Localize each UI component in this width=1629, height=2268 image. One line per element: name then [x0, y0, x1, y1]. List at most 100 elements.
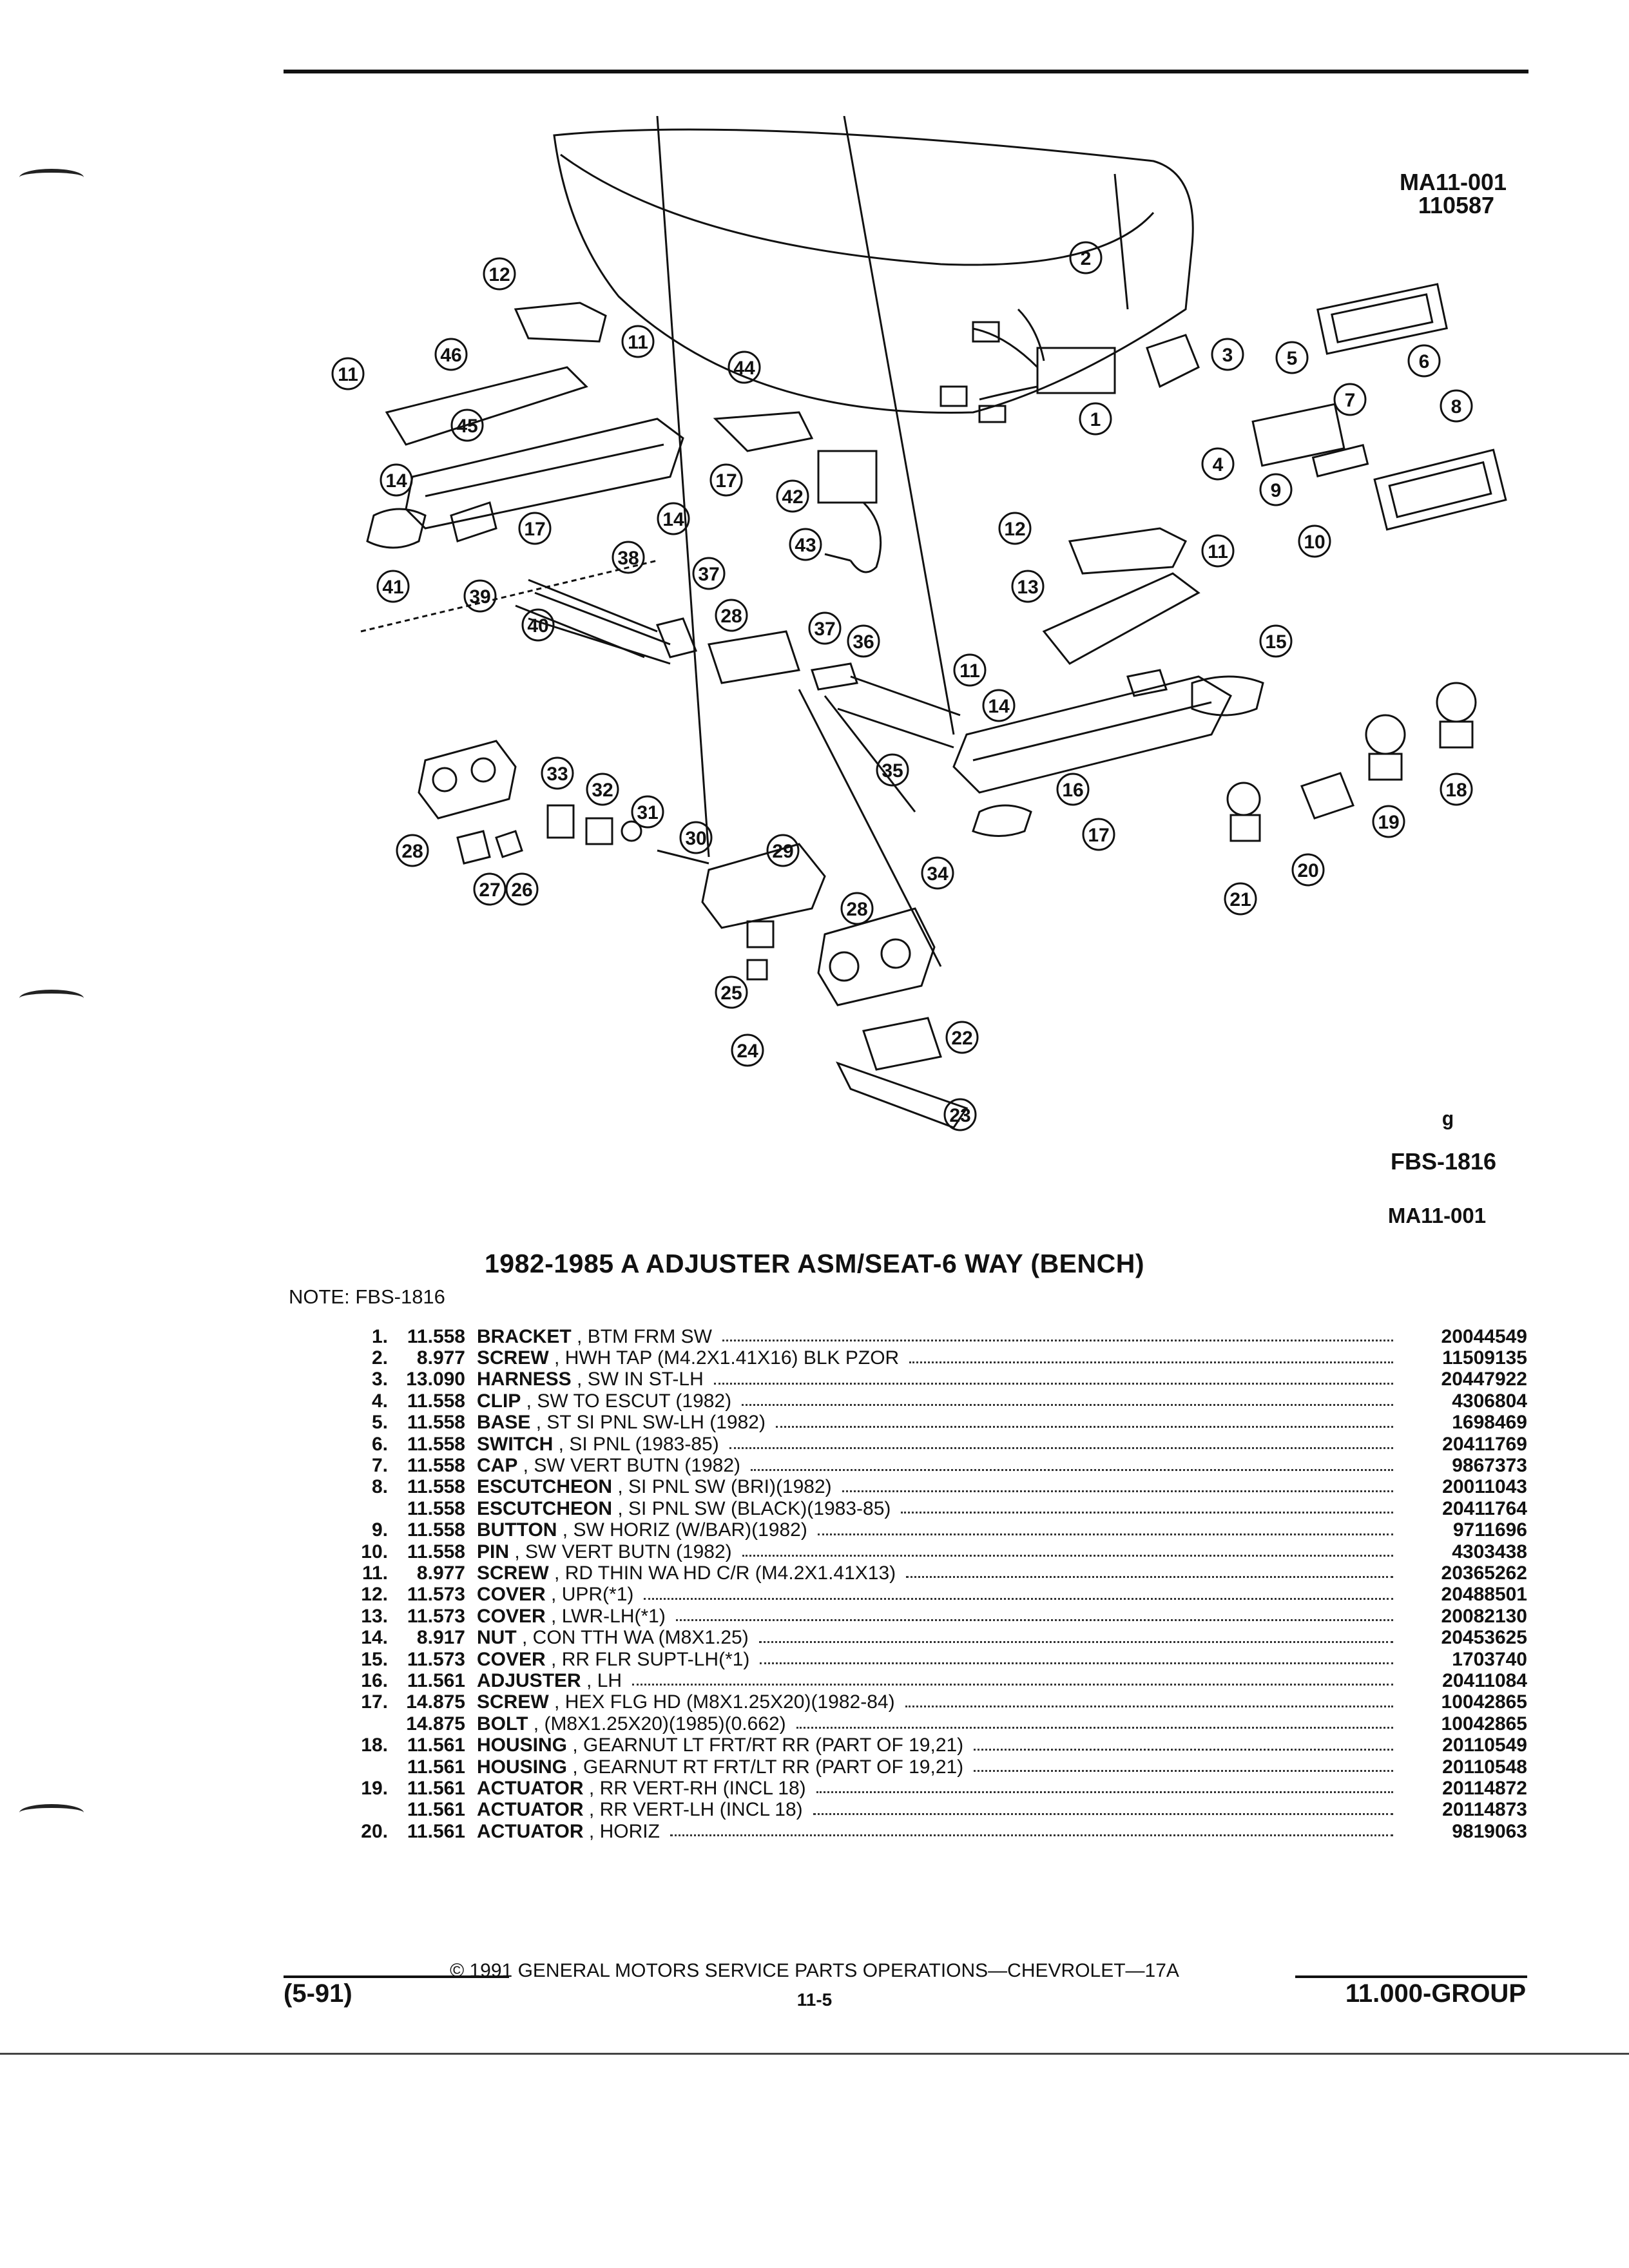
part-description: RR FLR SUPT-LH(*1)	[561, 1648, 750, 1670]
group-code: 11.561	[407, 1669, 465, 1691]
part-name: SCREW	[477, 1691, 549, 1713]
callout-14: 14	[380, 463, 413, 497]
part-number: 7.	[371, 1455, 388, 1477]
part-number: 17.	[361, 1691, 388, 1713]
part-name: ACTUATOR	[477, 1799, 584, 1821]
part-number: 16.	[361, 1669, 388, 1691]
separator: ,	[567, 1735, 584, 1756]
part-no: 20082130	[1441, 1605, 1527, 1627]
part-no: 4306804	[1452, 1390, 1527, 1412]
page-title: 1982-1985 A ADJUSTER ASM/SEAT-6 WAY (BEN…	[485, 1249, 1144, 1278]
svg-text:4: 4	[1213, 454, 1224, 476]
part-name: SCREW	[477, 1347, 549, 1369]
group-code: 11.558	[407, 1455, 465, 1477]
callout-43: 43	[789, 528, 822, 561]
footer-rule-left	[284, 1975, 509, 1978]
part-description: RD THIN WA HD C/R (M4.2X1.41X13)	[564, 1562, 896, 1584]
separator: ,	[567, 1756, 584, 1778]
separator: ,	[583, 1799, 600, 1821]
part-no: 9867373	[1452, 1455, 1527, 1477]
part-name: HOUSING	[477, 1735, 568, 1756]
part-description: CON TTH WA (M8X1.25)	[532, 1627, 749, 1649]
callout-8: 8	[1440, 389, 1473, 423]
svg-text:14: 14	[385, 470, 407, 492]
svg-text:25: 25	[720, 983, 742, 1004]
svg-text:41: 41	[382, 577, 403, 598]
callout-40: 40	[521, 608, 555, 642]
svg-text:14: 14	[662, 509, 684, 530]
part-name: BASE	[477, 1412, 531, 1434]
leader-dots	[632, 1684, 1393, 1686]
svg-text:45: 45	[456, 416, 477, 437]
part-no: 20488501	[1441, 1584, 1527, 1606]
group-code: 11.558	[407, 1497, 465, 1519]
part-no: 1703740	[1452, 1648, 1527, 1670]
binder-hole-mark	[19, 1804, 84, 1814]
part-number: 13.	[361, 1605, 388, 1627]
part-description: GEARNUT RT FRT/LT RR (PART OF 19,21)	[583, 1756, 964, 1778]
svg-text:46: 46	[440, 345, 461, 366]
part-name: ADJUSTER	[477, 1669, 581, 1691]
part-description: HORIZ	[599, 1820, 660, 1842]
svg-text:18: 18	[1445, 780, 1467, 801]
part-no: 1698469	[1452, 1412, 1527, 1434]
svg-text:34: 34	[927, 863, 949, 885]
group-code: 11.561	[407, 1777, 465, 1799]
leader-dots	[775, 1425, 1393, 1428]
svg-text:35: 35	[882, 760, 903, 782]
svg-text:7: 7	[1345, 390, 1356, 411]
separator: ,	[521, 1390, 537, 1412]
svg-text:11: 11	[959, 660, 980, 682]
binder-hole-mark	[19, 169, 84, 179]
part-no: 20411084	[1442, 1669, 1527, 1691]
part-name: ESCUTCHEON	[477, 1476, 613, 1498]
separator: ,	[530, 1412, 547, 1434]
callout-23: 23	[943, 1098, 977, 1131]
part-description: SI PNL SW (BRI)(1982)	[628, 1476, 832, 1498]
part-description: UPR(*1)	[561, 1584, 634, 1606]
svg-text:11: 11	[338, 364, 358, 385]
part-description: SW VERT BUTN (1982)	[534, 1455, 740, 1477]
part-no: 20110549	[1442, 1735, 1527, 1756]
svg-text:37: 37	[814, 619, 835, 640]
part-description: SW TO ESCUT (1982)	[537, 1390, 732, 1412]
logo-icon: ᵍ	[1442, 1107, 1454, 1139]
part-number: 12.	[361, 1584, 388, 1606]
callout-13: 13	[1011, 570, 1045, 603]
leader-dots	[817, 1533, 1393, 1535]
callout-26: 26	[505, 872, 539, 906]
svg-text:36: 36	[853, 631, 874, 653]
group-code: 11.561	[407, 1756, 465, 1778]
svg-text:5: 5	[1287, 348, 1298, 369]
callout-16: 16	[1056, 773, 1090, 806]
part-no: 20411764	[1442, 1497, 1527, 1519]
callout-22: 22	[945, 1021, 979, 1054]
group-code: 13.090	[406, 1369, 465, 1390]
part-no: 20411769	[1442, 1433, 1527, 1455]
callout-9: 9	[1259, 473, 1293, 506]
separator: ,	[528, 1713, 545, 1735]
svg-text:28: 28	[846, 899, 867, 920]
part-name: BRACKET	[477, 1325, 572, 1347]
callout-21: 21	[1224, 882, 1257, 916]
svg-text:16: 16	[1062, 780, 1083, 801]
callout-27: 27	[473, 872, 506, 906]
leader-dots	[906, 1576, 1393, 1579]
part-name: ACTUATOR	[477, 1777, 584, 1799]
svg-text:30: 30	[685, 828, 706, 849]
separator: ,	[545, 1605, 562, 1627]
part-number: 15.	[361, 1648, 388, 1670]
part-name: HOUSING	[477, 1756, 568, 1778]
group-code: 11.558	[407, 1325, 465, 1347]
part-name: ESCUTCHEON	[477, 1497, 613, 1519]
fbs-code: FBS-1816	[1390, 1148, 1497, 1175]
part-no: 4303438	[1452, 1541, 1527, 1562]
callout-12: 12	[483, 257, 516, 291]
separator: ,	[545, 1584, 562, 1606]
